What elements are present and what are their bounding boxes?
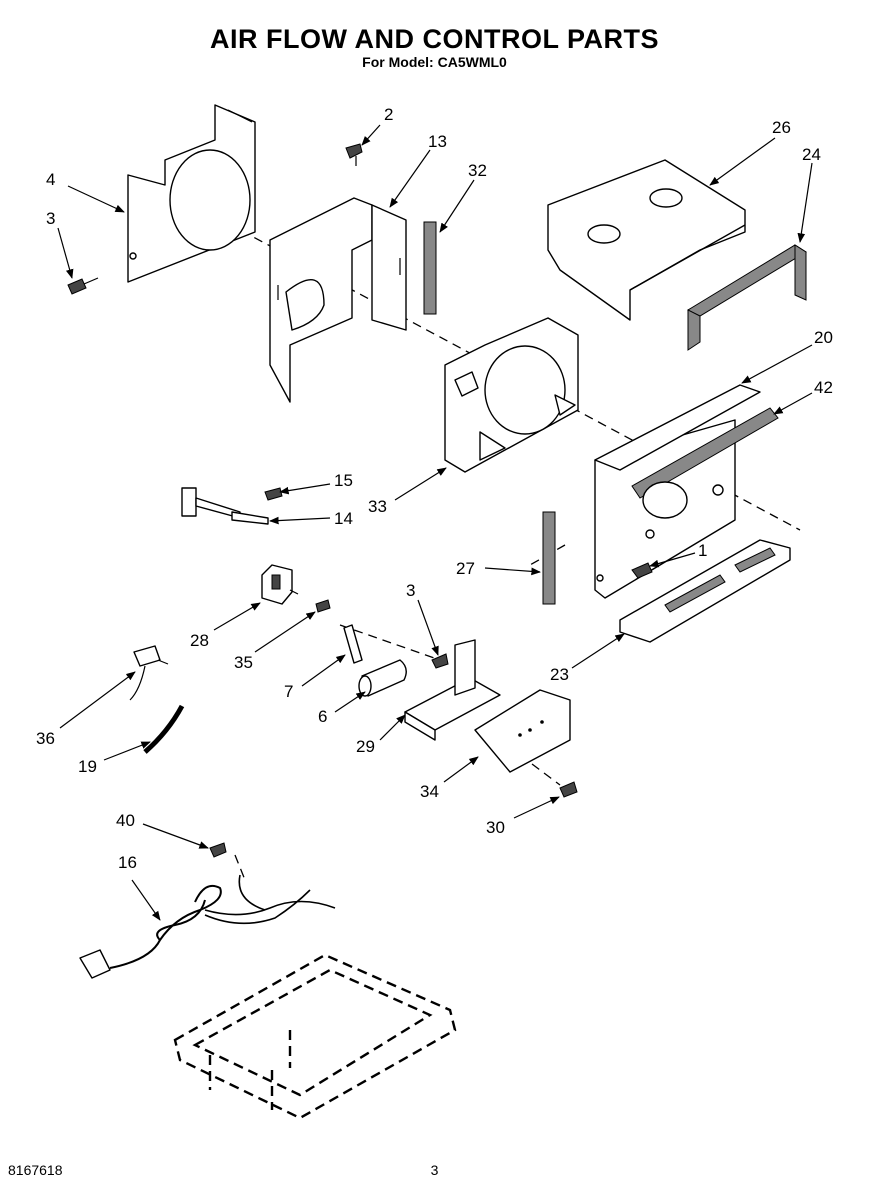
document-number: 8167618 xyxy=(8,1162,63,1178)
part-bracket-7 xyxy=(343,624,363,664)
callout-23: 23 xyxy=(550,665,569,684)
part-air-baffle-13 xyxy=(269,197,407,403)
part-switch-28 xyxy=(261,564,299,605)
part-screw-2 xyxy=(345,143,363,166)
part-cover-34 xyxy=(474,689,571,773)
callout-16: 16 xyxy=(118,853,137,872)
callout-35: 35 xyxy=(234,653,253,672)
callout-1: 1 xyxy=(698,541,707,560)
callout-4: 4 xyxy=(46,170,55,189)
part-control-housing-20 xyxy=(594,384,779,599)
callout-labels: 2 4 13 32 26 24 3 20 42 15 14 33 1 27 3 … xyxy=(36,105,833,872)
part-thermostat-14 xyxy=(181,487,269,525)
callout-33: 33 xyxy=(368,497,387,516)
part-seal-32 xyxy=(423,221,437,315)
callout-40: 40 xyxy=(116,811,135,830)
page-number: 3 xyxy=(430,1162,439,1178)
callout-32: 32 xyxy=(468,161,487,180)
model-subtitle: For Model: CA5WML0 xyxy=(362,54,507,70)
callout-26: 26 xyxy=(772,118,791,137)
callout-36: 36 xyxy=(36,729,55,748)
part-capacitor-6 xyxy=(358,659,407,697)
callout-42: 42 xyxy=(814,378,833,397)
callout-28: 28 xyxy=(190,631,209,650)
callout-19: 19 xyxy=(78,757,97,776)
part-screw-15 xyxy=(264,487,283,501)
callout-27: 27 xyxy=(456,559,475,578)
callout-15: 15 xyxy=(334,471,353,490)
callout-29: 29 xyxy=(356,737,375,756)
callout-30: 30 xyxy=(486,818,505,837)
part-capacitor-bracket-29 xyxy=(404,639,501,741)
callout-7: 7 xyxy=(284,682,293,701)
callout-20: 20 xyxy=(814,328,833,347)
callout-6: 6 xyxy=(318,707,327,726)
part-sensor-36 xyxy=(129,645,169,701)
part-screw-40 xyxy=(209,842,227,858)
part-power-cord-16 xyxy=(79,874,336,979)
part-fan-shroud-4 xyxy=(127,104,256,283)
part-fan-scroll-33 xyxy=(444,317,579,473)
callout-14: 14 xyxy=(334,509,353,528)
callout-24: 24 xyxy=(802,145,821,164)
part-base-tray-reference xyxy=(173,953,457,1120)
callout-3-top: 3 xyxy=(46,209,55,228)
part-tube-19 xyxy=(143,704,185,754)
part-screw-3-top xyxy=(67,277,99,295)
part-screw-1 xyxy=(631,562,653,579)
part-base-channel-23 xyxy=(619,539,791,643)
part-seal-27 xyxy=(542,511,556,605)
callout-34: 34 xyxy=(420,782,439,801)
page-title: AIR FLOW AND CONTROL PARTS xyxy=(210,24,659,54)
part-screw-3-lower xyxy=(431,653,449,669)
leader-arrows xyxy=(57,124,813,921)
callout-3-lower: 3 xyxy=(406,581,415,600)
part-top-cover-26 xyxy=(547,159,746,321)
callout-13: 13 xyxy=(428,132,447,151)
part-gasket-24 xyxy=(686,244,807,351)
part-screw-30 xyxy=(559,781,578,798)
part-screw-35 xyxy=(315,599,331,613)
callout-2: 2 xyxy=(384,105,393,124)
